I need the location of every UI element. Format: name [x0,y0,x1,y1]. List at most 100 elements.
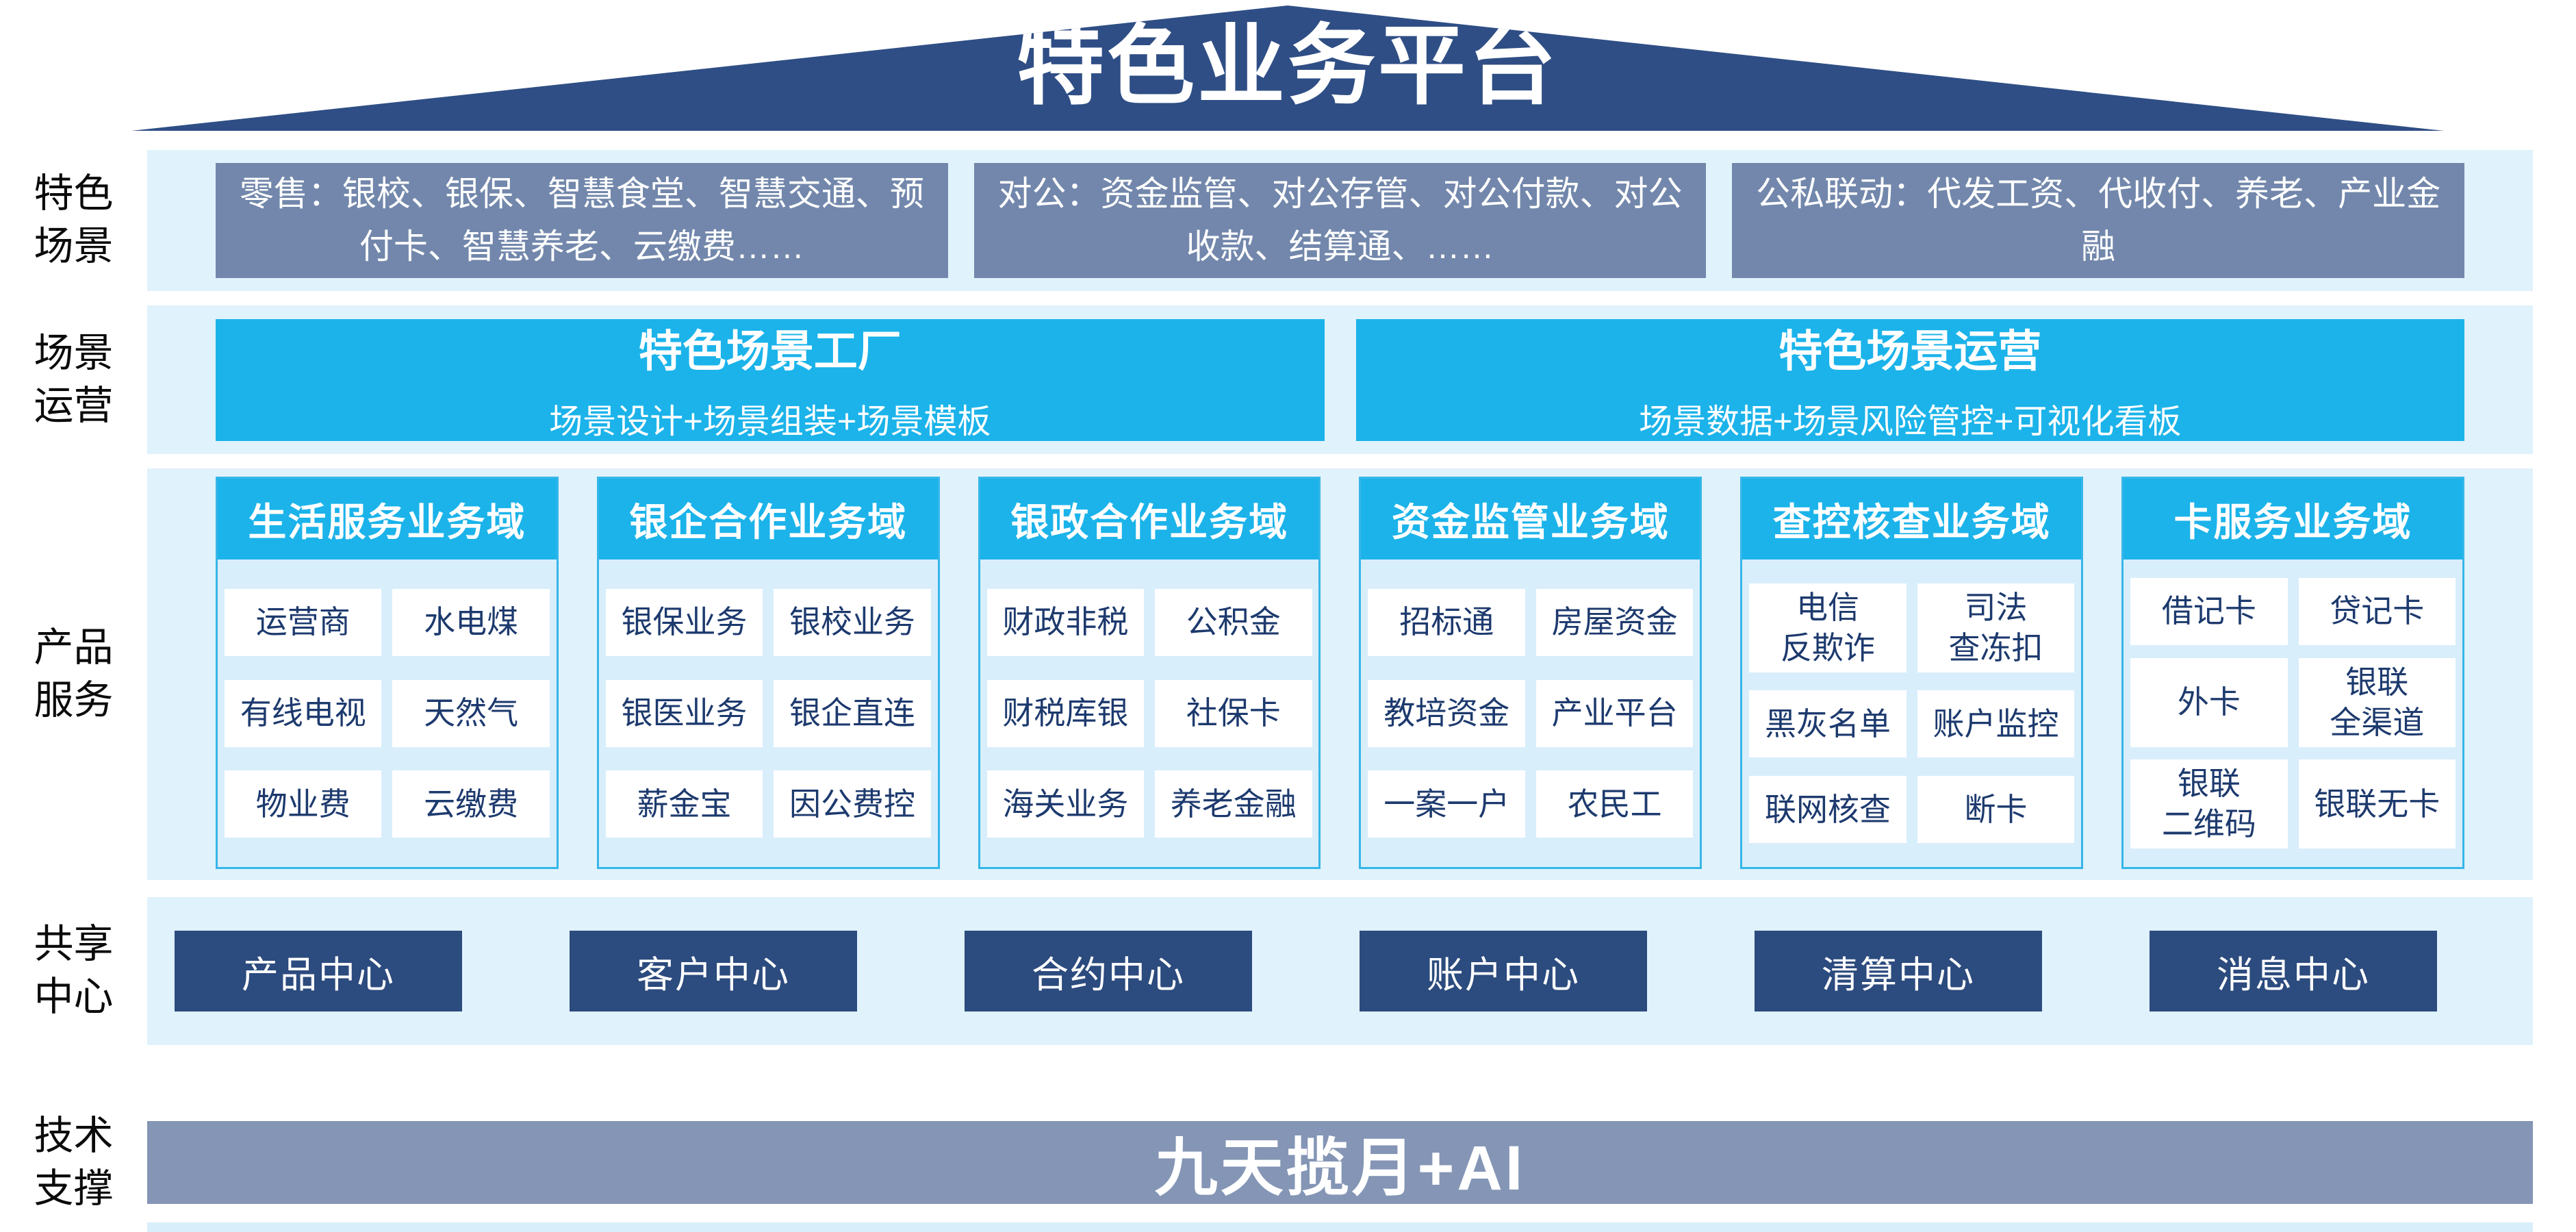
product-cell: 招标通 [1368,588,1525,656]
center-box-customer: 客户中心 [570,931,857,1011]
product-cell: 运营商 [225,588,382,656]
scene-box-linkage: 公私联动：代发工资、代收付、养老、产业金融 [1732,163,2465,278]
cell-row: 运营商 水电煤 [225,588,550,656]
column-header: 资金监管业务域 [1361,479,1700,560]
product-cell: 银联无卡 [2298,759,2456,849]
product-cell: 银联 全渠道 [2298,657,2456,747]
column-body: 借记卡 贷记卡 外卡 银联 全渠道 银联 二维码 银联无卡 [2124,560,2462,867]
column-header: 查控核查业务域 [1742,479,2082,560]
bottom-strip [147,1222,2533,1232]
product-cell: 银保业务 [605,588,763,656]
column-body: 招标通 房屋资金 教培资金 产业平台 一案一户 农民工 [1361,560,1700,867]
scenes-band: 零售：银校、银保、智慧食堂、智慧交通、预付卡、智慧养老、云缴费…… 对公：资金监… [147,150,2533,291]
product-cell: 社保卡 [1155,679,1312,747]
column-body: 电信 反欺诈 司法 查冻扣 黑灰名单 账户监控 联网核查 断卡 [1742,560,2081,867]
scene-box-corporate: 对公：资金监管、对公存管、对公付款、对公收款、结算通、…… [973,163,1707,278]
product-column-card-services: 卡服务业务域 借记卡 贷记卡 外卡 银联 全渠道 银联 二维码 银联无卡 [2121,477,2464,869]
cell-row: 电信 反欺诈 司法 查冻扣 [1749,583,2075,672]
product-cell: 黑灰名单 [1749,690,1907,758]
product-cell: 财政非税 [986,588,1145,656]
cell-row: 联网核查 断卡 [1749,776,2075,844]
product-cell: 公积金 [1155,588,1312,656]
product-cell: 天然气 [392,679,550,747]
page-title: 特色业务平台 [1016,17,1559,115]
product-cell: 房屋资金 [1535,588,1694,656]
product-cell: 一案一户 [1368,770,1525,838]
product-cell: 借记卡 [2130,577,2288,645]
product-column-inspection: 查控核查业务域 电信 反欺诈 司法 查冻扣 黑灰名单 账户监控 联网核查 断卡 [1740,477,2084,869]
center-box-product: 产品中心 [175,931,462,1011]
operation-box-title: 特色场景运营 [1778,327,2042,376]
cell-row: 招标通 房屋资金 [1368,588,1694,656]
product-cell: 银企直连 [774,679,931,747]
product-column-life-services: 生活服务业务域 运营商 水电煤 有线电视 天然气 物业费 云缴费 [216,477,559,869]
products-band: 生活服务业务域 运营商 水电煤 有线电视 天然气 物业费 云缴费 银企合作业务域 [147,468,2533,880]
center-box-message: 消息中心 [2150,931,2437,1011]
column-body: 财政非税 公积金 财税库银 社保卡 海关业务 养老金融 [980,560,1319,867]
product-cell: 银联 二维码 [2130,759,2288,849]
product-cell: 水电煤 [392,588,550,656]
product-column-fund-supervision: 资金监管业务域 招标通 房屋资金 教培资金 产业平台 一案一户 农民工 [1359,477,1703,869]
operation-box-title: 特色场景工厂 [638,327,902,376]
column-header: 卡服务业务域 [2124,479,2462,560]
product-column-bank-enterprise: 银企合作业务域 银保业务 银校业务 银医业务 银企直连 薪金宝 因公费控 [596,477,940,869]
center-box-account: 账户中心 [1360,931,1647,1011]
product-cell: 银医业务 [605,679,763,747]
cell-row: 财政非税 公积金 [986,588,1312,656]
operation-box-subtitle: 场景设计+场景组装+场景模板 [549,403,991,440]
column-header: 银政合作业务域 [980,479,1319,560]
centers-band: 产品中心 客户中心 合约中心 账户中心 清算中心 消息中心 [147,897,2533,1045]
product-cell: 银校业务 [774,588,931,656]
cell-row: 黑灰名单 账户监控 [1749,690,2075,758]
cell-row: 银保业务 银校业务 [605,588,931,656]
operation-box-subtitle: 场景数据+场景风险管控+可视化看板 [1639,403,2182,440]
product-cell: 外卡 [2130,657,2288,747]
product-cell: 断卡 [1917,776,2075,844]
product-cell: 教培资金 [1368,679,1525,747]
cell-row: 财税库银 社保卡 [986,679,1312,747]
column-body: 运营商 水电煤 有线电视 天然气 物业费 云缴费 [218,560,557,867]
product-cell: 电信 反欺诈 [1749,583,1907,672]
cell-row: 物业费 云缴费 [225,770,550,838]
product-cell: 联网核查 [1749,776,1907,844]
tech-bar: 九天揽月+AI [147,1121,2533,1204]
row-label-products: 产品 服务 [34,625,114,722]
product-cell: 司法 查冻扣 [1917,583,2075,672]
column-body: 银保业务 银校业务 银医业务 银企直连 薪金宝 因公费控 [599,560,938,867]
cell-row: 银医业务 银企直连 [605,679,931,747]
scene-box-retail: 零售：银校、银保、智慧食堂、智慧交通、预付卡、智慧养老、云缴费…… [216,163,948,278]
center-box-clearing: 清算中心 [1755,931,2042,1011]
cell-row: 外卡 银联 全渠道 [2130,657,2456,747]
center-box-contract: 合约中心 [965,931,1252,1011]
product-cell: 财税库银 [986,679,1145,747]
product-cell: 农民工 [1535,770,1694,838]
row-label-centers: 共享 中心 [34,922,114,1019]
product-cell: 有线电视 [225,679,382,747]
cell-row: 海关业务 养老金融 [986,770,1312,838]
cell-row: 薪金宝 因公费控 [605,770,931,838]
cell-row: 有线电视 天然气 [225,679,550,747]
column-header: 银企合作业务域 [598,479,938,560]
cell-row: 教培资金 产业平台 [1368,679,1694,747]
row-label-tech: 技术 支撑 [34,1113,114,1211]
cell-row: 借记卡 贷记卡 [2130,577,2456,645]
row-label-scenes: 特色 场景 [34,171,114,268]
row-label-operations: 场景 运营 [34,330,114,428]
cell-row: 银联 二维码 银联无卡 [2130,759,2456,849]
product-cell: 云缴费 [392,770,550,838]
product-cell: 薪金宝 [605,770,763,838]
operation-box-factory: 特色场景工厂 场景设计+场景组装+场景模板 [216,318,1325,441]
product-cell: 账户监控 [1917,690,2075,758]
product-cell: 贷记卡 [2298,577,2456,645]
operation-box-operation: 特色场景运营 场景数据+场景风险管控+可视化看板 [1355,318,2464,441]
cell-row: 一案一户 农民工 [1368,770,1694,838]
column-header: 生活服务业务域 [218,479,557,560]
operations-band: 特色场景工厂 场景设计+场景组装+场景模板 特色场景运营 场景数据+场景风险管控… [147,305,2533,454]
product-cell: 产业平台 [1535,679,1694,747]
product-cell: 因公费控 [774,770,931,838]
product-cell: 物业费 [225,770,382,838]
product-cell: 养老金融 [1155,770,1312,838]
product-column-bank-government: 银政合作业务域 财政非税 公积金 财税库银 社保卡 海关业务 养老金融 [978,477,1321,869]
product-cell: 海关业务 [986,770,1145,838]
